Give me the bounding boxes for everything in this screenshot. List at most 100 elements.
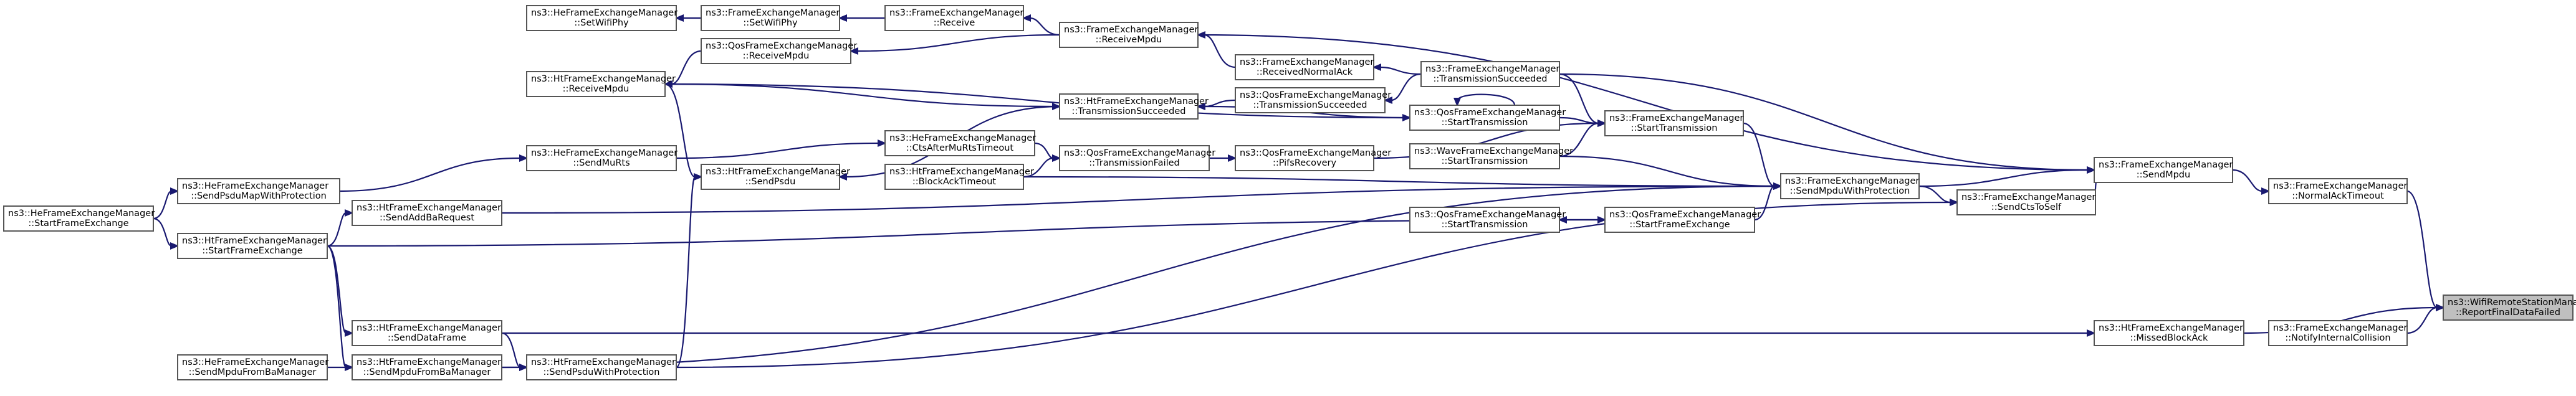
- node-method-label: ::StartTransmission: [1631, 123, 1718, 133]
- node-qos-starttransmission[interactable]: ns3::QosFrameExchangeManager::StartTrans…: [1409, 105, 1566, 131]
- node-wave-starttransmission[interactable]: ns3::WaveFrameExchangeManager::StartTran…: [1409, 143, 1573, 169]
- node-method-label: ::NotifyInternalCollision: [2285, 333, 2390, 343]
- node-box: [352, 320, 502, 346]
- node-class-label: ns3::HtFrameExchangeManager: [706, 167, 850, 177]
- node-wrsm-reportfinaldatafailed[interactable]: ns3::WifiRemoteStationManager::ReportFin…: [2443, 295, 2576, 321]
- edge-fe-sendmpduwithprotection-to-fe-starttransmission: [1743, 122, 1783, 190]
- node-ht-sendaddbarequest[interactable]: ns3::HtFrameExchangeManager::SendAddBaRe…: [352, 200, 502, 226]
- edge-wrsm-reportfinaldatafailed-to-fe-normalacktimeout: [2406, 190, 2445, 311]
- node-ht-sendpsdu[interactable]: ns3::HtFrameExchangeManager::SendPsdu: [701, 164, 850, 190]
- node-class-label: ns3::QosFrameExchangeManager: [1240, 148, 1391, 158]
- edge-line: [327, 219, 1599, 247]
- node-fe-notifyinternalcollision[interactable]: ns3::FrameExchangeManager::NotifyInterna…: [2268, 320, 2408, 346]
- edge-line: [676, 201, 1951, 369]
- edge-arrowhead: [2087, 166, 2096, 174]
- edge-line: [501, 185, 1775, 369]
- node-class-label: ns3::HtFrameExchangeManager: [889, 167, 1034, 177]
- edge-arrowhead: [694, 173, 703, 181]
- edge-line: [501, 332, 521, 369]
- node-ht-missedblockack[interactable]: ns3::HtFrameExchangeManager::MissedBlock…: [2094, 320, 2244, 346]
- edge-fe-sendmpduwithprotection-to-ht-blockacktimeout: [1023, 176, 1783, 190]
- edge-line: [1559, 122, 1599, 158]
- edge-qos-transmissionsucceeded-to-fe-transmissionsucceeded: [1383, 73, 1422, 104]
- node-qos-receivempdu[interactable]: ns3::QosFrameExchangeManager::ReceiveMpd…: [701, 38, 857, 64]
- edge-fe-sendmpduwithprotection-to-ht-sendmpdufromba: [501, 182, 1783, 369]
- node-class-label: ns3::HtFrameExchangeManager: [531, 74, 676, 84]
- edge-line: [1918, 169, 2089, 187]
- edge-qos-receivempdu-to-fe-receivempdu: [849, 34, 1060, 55]
- node-ht-sendmpdufromba[interactable]: ns3::HtFrameExchangeManager::SendMpduFro…: [352, 354, 502, 380]
- node-class-label: ns3::HtFrameExchangeManager: [2099, 323, 2243, 333]
- node-method-label: ::ReceivedNormalAck: [1257, 67, 1353, 77]
- node-he-startframeexchange[interactable]: ns3::HeFrameExchangeManager::StartFrameE…: [3, 205, 155, 232]
- node-fe-receivednormalack[interactable]: ns3::FrameExchangeManager::ReceivedNorma…: [1235, 54, 1374, 80]
- node-box: [2268, 178, 2408, 204]
- node-method-label: ::TransmissionSucceeded: [1072, 106, 1186, 116]
- node-fe-receivempdu[interactable]: ns3::FrameExchangeManager::ReceiveMpdu: [1059, 22, 1199, 48]
- node-box: [1235, 145, 1374, 171]
- node-ht-sendpsduwithprotection[interactable]: ns3::HtFrameExchangeManager::SendPsduWit…: [526, 354, 677, 380]
- node-fe-normalacktimeout[interactable]: ns3::FrameExchangeManager::NormalAckTime…: [2268, 178, 2408, 204]
- node-ht-receivempdu[interactable]: ns3::HtFrameExchangeManager::ReceiveMpdu: [526, 71, 676, 97]
- node-box: [884, 164, 1024, 190]
- edge-arrowhead: [2261, 187, 2271, 195]
- edge-line: [664, 83, 1404, 119]
- node-box: [2443, 295, 2574, 321]
- node-fe-transmissionsucceeded[interactable]: ns3::FrameExchangeManager::TransmissionS…: [1420, 61, 1560, 87]
- edge-fe-starttransmission-to-wave-starttransmission: [1559, 120, 1607, 158]
- node-method-label: ::TransmissionFailed: [1089, 158, 1180, 168]
- node-he-ctsaftermurtstimeout[interactable]: ns3::HeFrameExchangeManager::CtsAfterMuR…: [884, 130, 1036, 156]
- node-he-sendpsdumapwithprotection[interactable]: ns3::HeFrameExchangeManager::SendPsduMap…: [177, 178, 340, 204]
- node-fe-setwifiphy[interactable]: ns3::FrameExchangeManager::SetWifiPhy: [701, 5, 840, 31]
- edge-arrowhead: [849, 47, 858, 55]
- edge-wrsm-reportfinaldatafailed-to-fe-notifyinternalcollision: [2406, 304, 2445, 334]
- node-qos-starttransmission2[interactable]: ns3::QosFrameExchangeManager::StartTrans…: [1409, 207, 1566, 233]
- node-method-label: ::StartFrameExchange: [202, 246, 302, 256]
- node-fe-receive[interactable]: ns3::FrameExchangeManager::Receive: [884, 5, 1024, 31]
- node-he-setwifiphy[interactable]: ns3::HeFrameExchangeManager::SetWifiPhy: [526, 5, 678, 31]
- edge-arrowhead: [1372, 64, 1381, 71]
- node-fe-sendctstoself[interactable]: ns3::FrameExchangeManager::SendCtsToSelf: [1956, 189, 2096, 215]
- node-class-label: ns3::QosFrameExchangeManager: [1414, 108, 1566, 118]
- edge-qos-pifsrecovery-to-qos-transmissionfailed: [1209, 154, 1237, 162]
- edge-line: [1559, 73, 2089, 171]
- node-fe-starttransmission[interactable]: ns3::FrameExchangeManager::StartTransmis…: [1604, 110, 1744, 136]
- edge-he-sendmurts-to-he-sendpsdumapwithprotection: [339, 154, 529, 192]
- node-fe-sendmpdu[interactable]: ns3::FrameExchangeManager::SendMpdu: [2094, 157, 2233, 183]
- node-class-label: ns3::FrameExchangeManager: [1064, 25, 1198, 35]
- edge-line: [1197, 34, 2089, 171]
- node-qos-transmissionsucceeded[interactable]: ns3::QosFrameExchangeManager::Transmissi…: [1235, 87, 1391, 113]
- edge-line: [2406, 190, 2438, 309]
- node-class-label: ns3::QosFrameExchangeManager: [1240, 90, 1391, 100]
- node-box: [1059, 93, 1199, 120]
- node-method-label: ::PifsRecovery: [1273, 158, 1337, 168]
- edge-fe-receivednormalack-to-fe-transmissionsucceeded: [1372, 64, 1422, 75]
- node-he-sendmurts[interactable]: ns3::HeFrameExchangeManager::SendMuRts: [526, 145, 678, 171]
- node-box: [2094, 157, 2233, 183]
- edge-fe-receive-to-fe-receivempdu: [1022, 14, 1060, 36]
- edge-qos-starttransmission-to-ht-receivempdu: [664, 83, 1412, 121]
- node-qos-startframeexchange[interactable]: ns3::QosFrameExchangeManager::StartFrame…: [1604, 207, 1761, 233]
- edge-line: [2406, 306, 2438, 334]
- node-qos-pifsrecovery[interactable]: ns3::QosFrameExchangeManager::PifsRecove…: [1235, 145, 1391, 171]
- node-fe-sendmpduwithprotection[interactable]: ns3::FrameExchangeManager::SendMpduWithP…: [1780, 173, 1920, 199]
- node-box: [1409, 207, 1560, 233]
- node-ht-senddataframe[interactable]: ns3::HtFrameExchangeManager::SendDataFra…: [352, 320, 502, 346]
- node-ht-startframeexchange[interactable]: ns3::HtFrameExchangeManager::StartFrameE…: [177, 233, 328, 259]
- edge-line: [664, 83, 1054, 108]
- node-method-label: ::NormalAckTimeout: [2292, 191, 2384, 201]
- node-method-label: ::SendPsdu: [745, 177, 796, 187]
- node-method-label: ::SendCtsToSelf: [1991, 202, 2062, 212]
- node-ht-blockacktimeout[interactable]: ns3::HtFrameExchangeManager::BlockAckTim…: [884, 164, 1034, 190]
- node-ht-transmissionsucceeded[interactable]: ns3::HtFrameExchangeManager::Transmissio…: [1059, 93, 1209, 120]
- edge-fe-setwifiphy-to-fe-receive: [838, 14, 885, 22]
- node-qos-transmissionfailed[interactable]: ns3::QosFrameExchangeManager::Transmissi…: [1059, 145, 1215, 171]
- node-box: [701, 164, 840, 190]
- node-method-label: ::ReceiveMpdu: [563, 84, 630, 94]
- node-class-label: ns3::WifiRemoteStationManager: [2448, 298, 2576, 308]
- node-he-sendmpdufromba[interactable]: ns3::HeFrameExchangeManager::SendMpduFro…: [177, 354, 328, 380]
- edge-fe-sendmpduwithprotection-to-wave-starttransmission: [1559, 155, 1783, 190]
- edge-arrowhead: [838, 173, 847, 181]
- edge-fe-normalacktimeout-to-fe-sendmpdu: [2232, 169, 2271, 195]
